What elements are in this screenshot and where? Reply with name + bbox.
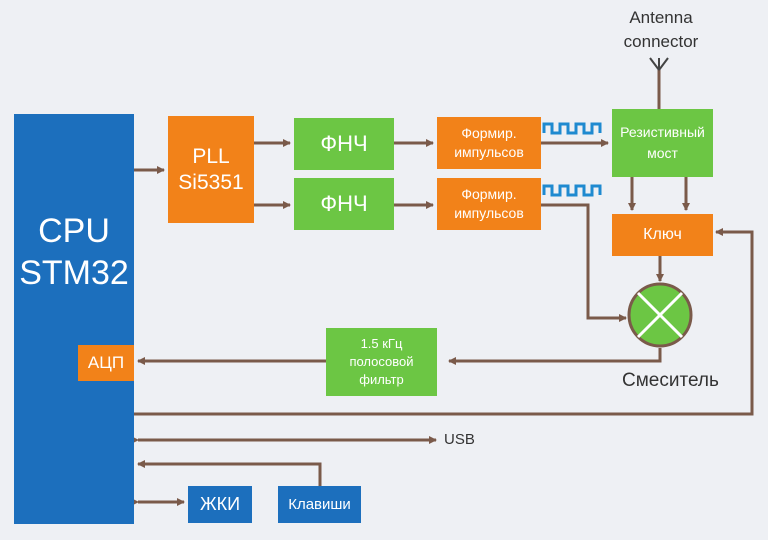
keys-to-cpu-arrow [137,460,322,486]
antenna-icon [649,57,669,71]
bandpass-filter-block: 1.5 кГц полосовой фильтр [326,328,437,396]
cpu-block: CPU STM32 [14,114,134,524]
shaper-top-block: Формир. импульсов [437,117,541,169]
adc-block: АЦП [78,345,134,381]
pll-block: PLL Si5351 [168,116,254,223]
antenna-connector-label: Antenna connector [623,8,699,51]
cpu-label: CPU [38,212,110,250]
lcd-block: ЖКИ [188,486,252,523]
pulse-wave-icon-top [542,122,602,135]
keys-block: Клавиши [278,486,361,523]
pulse-wave-icon-bottom [542,184,602,197]
cpu-to-switch-arrow [134,228,754,416]
lpf-bottom-block: ФНЧ [294,178,394,230]
mixer-icon [627,282,693,348]
shaper-bottom-block: Формир. импульсов [437,178,541,230]
cpu-model-label: STM32 [19,254,129,292]
pll-label: PLL [192,144,230,168]
resistive-bridge-block: Резистивный мост [612,109,713,177]
switch-block: Ключ [612,214,713,256]
lpf-top-block: ФНЧ [294,118,394,170]
mixer-to-filter-arrow [448,348,662,365]
shaper-to-mixer-arrow [541,203,627,322]
usb-label: USB [444,431,475,448]
pll-model-label: Si5351 [178,170,244,194]
mixer-label: Смеситель [622,370,719,391]
